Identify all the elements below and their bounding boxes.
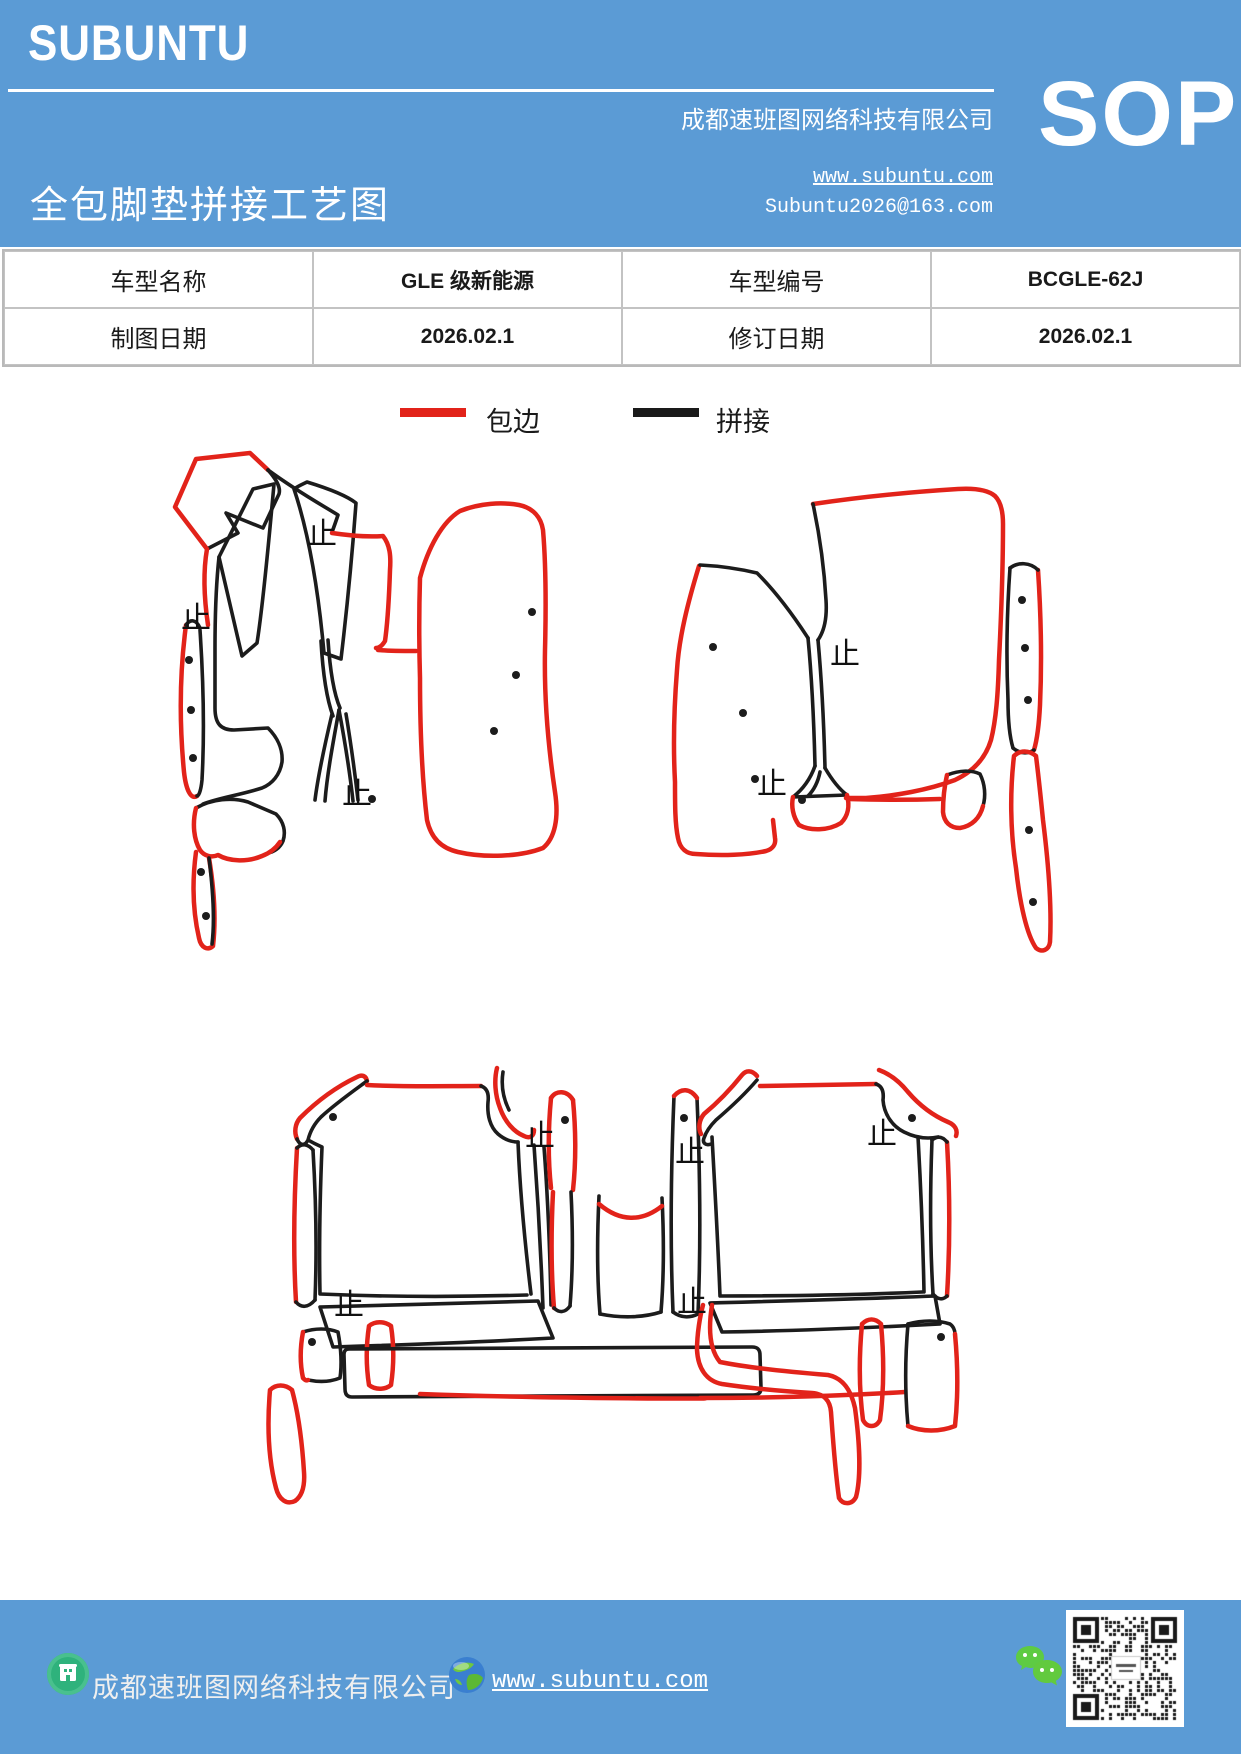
wechat-icon: [1014, 1642, 1064, 1698]
table-cell: 车型编号: [622, 251, 931, 308]
table-cell: BCGLE-62J: [931, 251, 1240, 308]
stop-tick-marks: 止 止 止 止 止 止 止 止 止 止: [181, 518, 897, 1322]
svg-text:止: 止: [307, 518, 337, 551]
svg-text:止: 止: [830, 638, 860, 671]
header-company-name: 成都速班图网络科技有限公司: [681, 108, 993, 134]
globe-icon: [447, 1655, 487, 1695]
rear-center-pieces-group: [546, 1088, 702, 1319]
mat-splicing-diagram: 止 止 止 止 止 止 止 止 止 止: [0, 430, 1241, 1520]
footer-website-link[interactable]: www.subuntu.com: [492, 1668, 709, 1695]
table-cell: 车型名称: [4, 251, 313, 308]
header-divider: [8, 89, 994, 92]
legend-label-binding: 包边: [486, 407, 540, 437]
sop-badge: SOP: [1038, 63, 1239, 165]
svg-text:止: 止: [677, 1286, 707, 1319]
rear-left-mat-group: [266, 1065, 763, 1505]
qr-code: [1066, 1610, 1184, 1727]
rear-right-mat-group: [417, 1067, 960, 1506]
svg-text:止: 止: [757, 768, 787, 801]
svg-text:止: 止: [867, 1118, 897, 1151]
header-banner: SUBUNTU 全包脚垫拼接工艺图 成都速班图网络科技有限公司 www.subu…: [0, 0, 1241, 247]
header-email: Subuntu2026@163.com: [764, 196, 993, 219]
legend-label-splice: 拼接: [716, 407, 770, 437]
legend-swatch-splice: [633, 408, 699, 417]
page-title: 全包脚垫拼接工艺图: [30, 185, 391, 227]
stitch-dots: [185, 596, 1037, 1346]
legend-swatch-binding: [400, 408, 466, 417]
table-cell: 修订日期: [622, 308, 931, 365]
table-cell: 2026.02.1: [931, 308, 1240, 365]
building-icon: [47, 1653, 89, 1695]
table-cell: 制图日期: [4, 308, 313, 365]
brand-logo: SUBUNTU: [28, 15, 250, 71]
table-cell: 2026.02.1: [313, 308, 622, 365]
svg-text:止: 止: [342, 778, 372, 811]
table-cell: GLE 级新能源: [313, 251, 622, 308]
header-website-link[interactable]: www.subuntu.com: [812, 166, 993, 189]
svg-text:止: 止: [675, 1136, 705, 1169]
front-left-mat-group: [172, 450, 559, 951]
svg-text:止: 止: [181, 602, 211, 635]
legend: 包边 拼接: [0, 400, 1241, 437]
footer-company-name: 成都速班图网络科技有限公司: [92, 1673, 456, 1703]
footer-banner: [0, 1600, 1241, 1754]
svg-text:止: 止: [334, 1289, 364, 1322]
vehicle-spec-table: 车型名称 GLE 级新能源 车型编号 BCGLE-62J 制图日期 2026.0…: [2, 249, 1241, 367]
front-right-mat-group: [671, 486, 1053, 953]
svg-text:止: 止: [525, 1120, 555, 1153]
